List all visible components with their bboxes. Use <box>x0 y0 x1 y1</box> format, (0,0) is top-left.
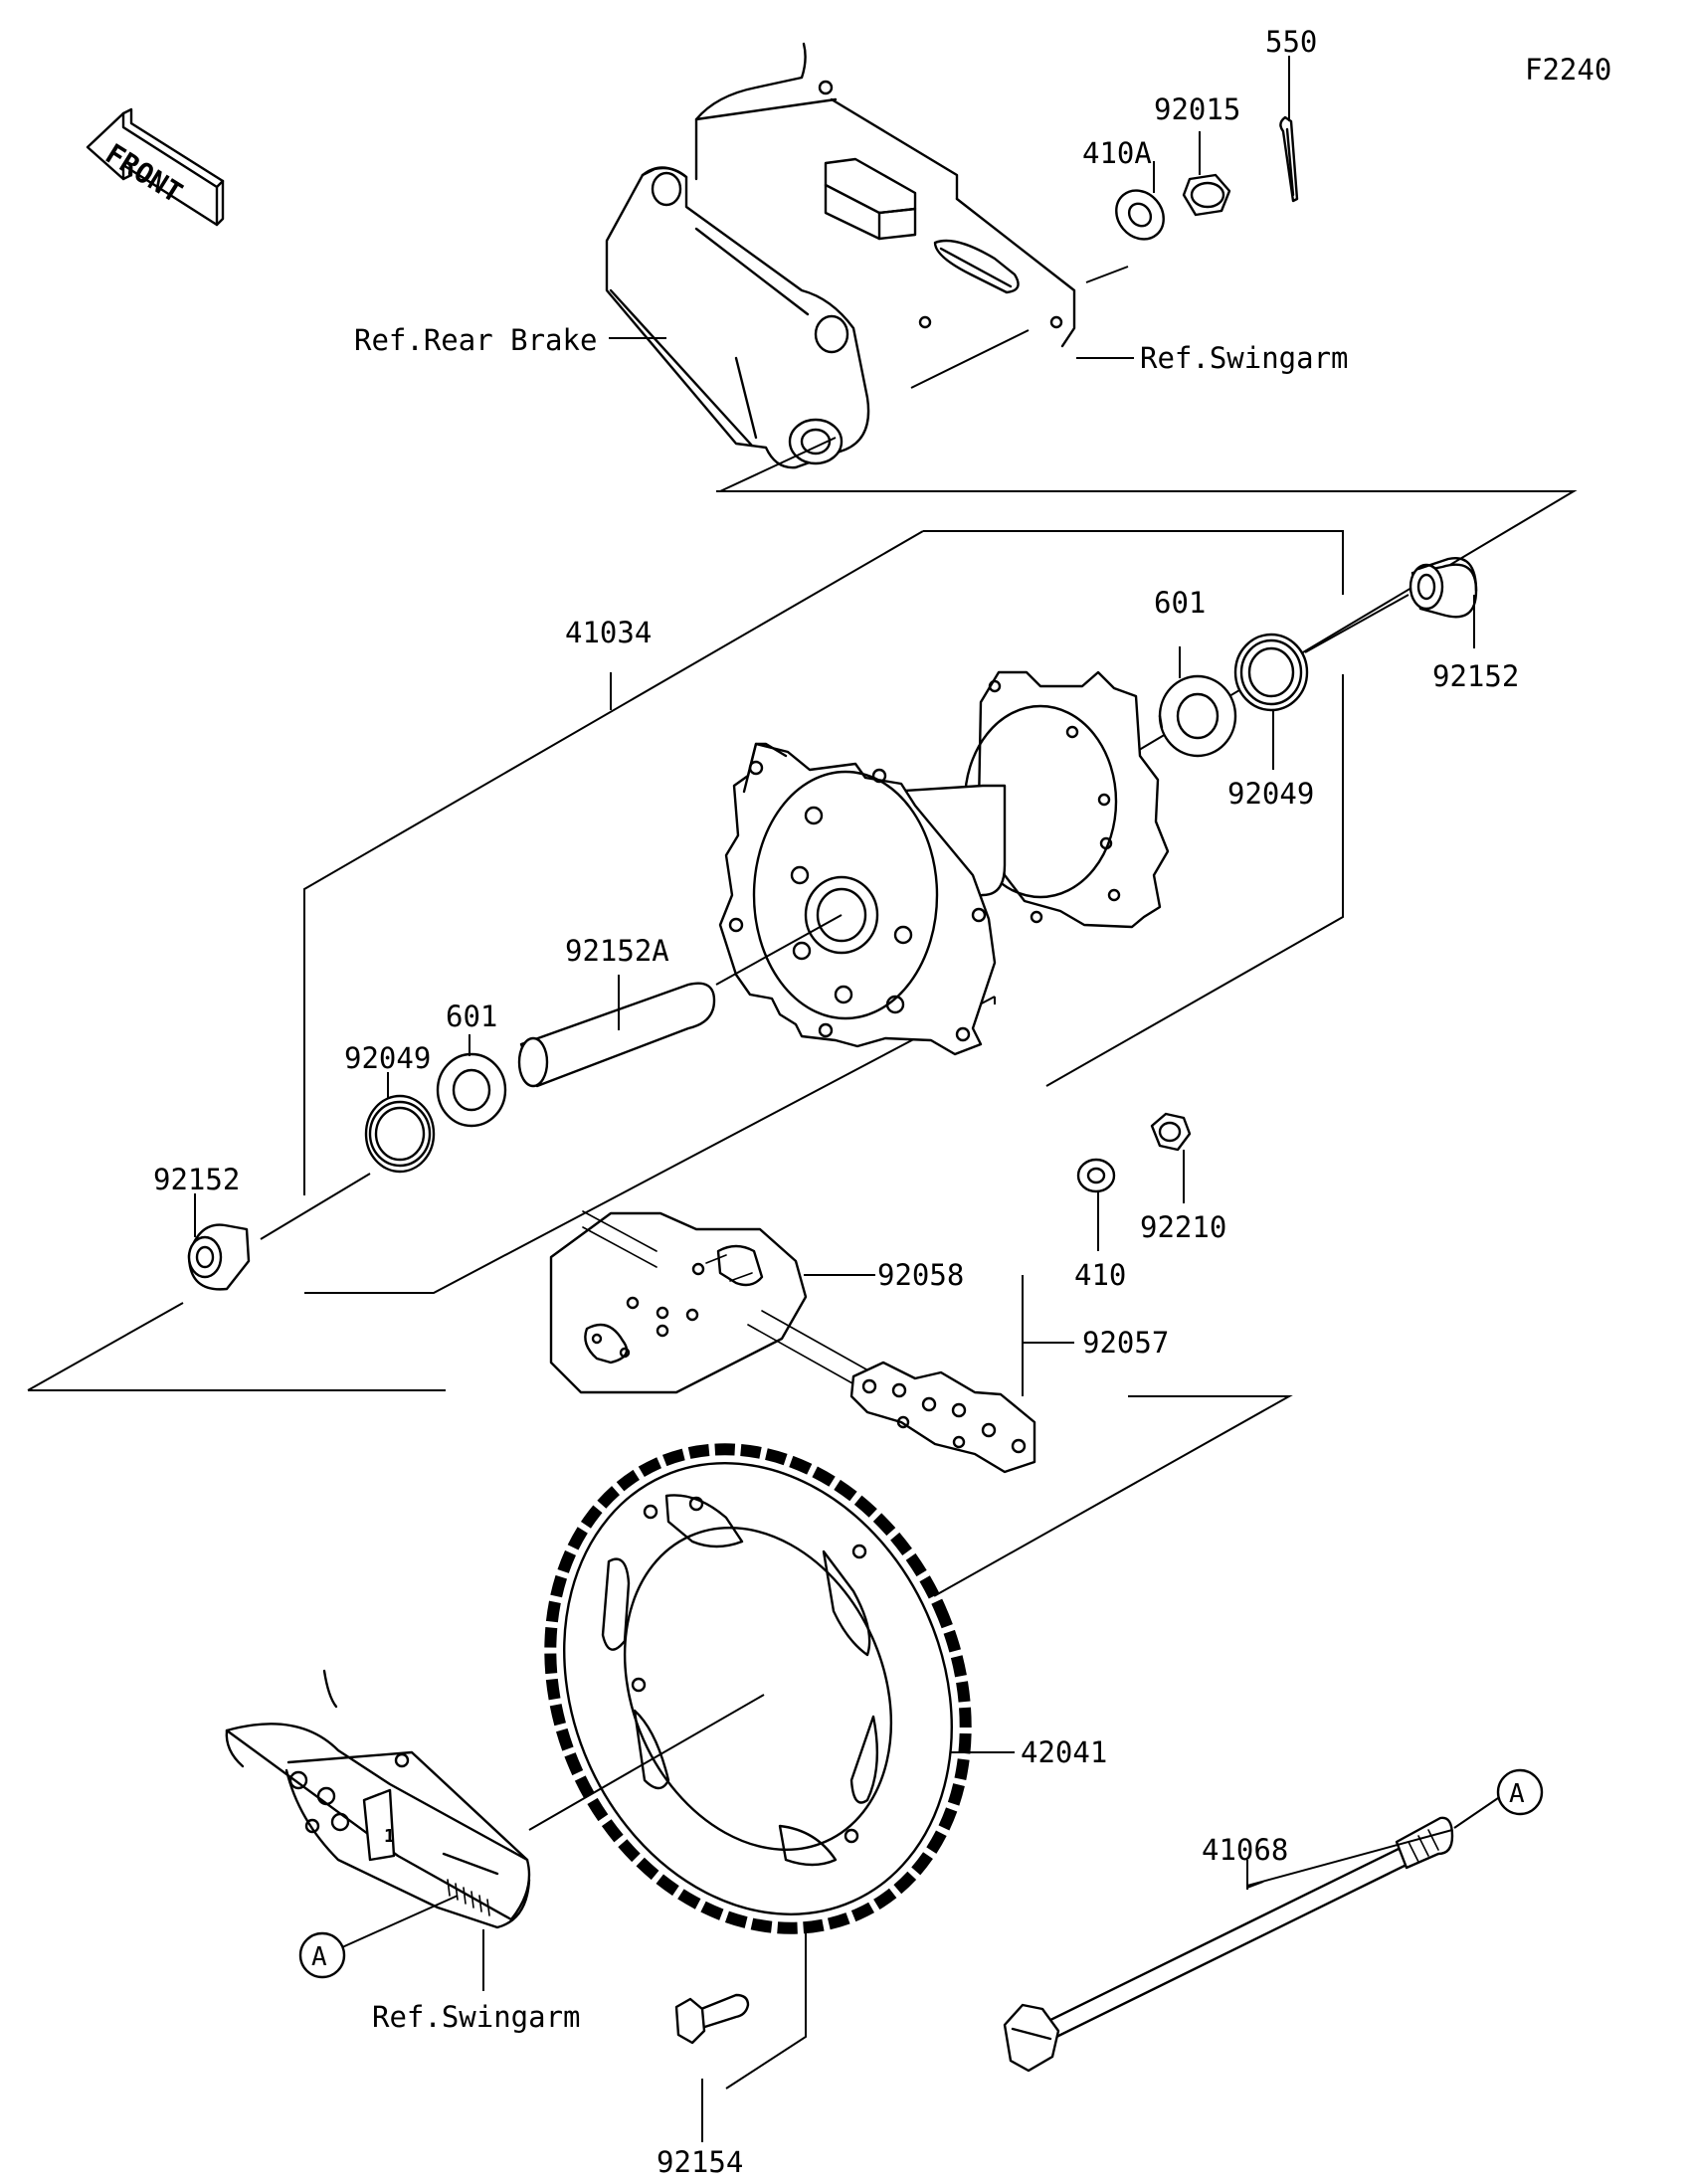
collar-92152-right <box>1409 556 1478 619</box>
label-92152-right[interactable]: 92152 <box>1432 659 1519 693</box>
label-92152a[interactable]: 92152A <box>565 934 669 968</box>
label-92049-left[interactable]: 92049 <box>344 1041 431 1075</box>
collar-92152-left <box>187 1223 251 1291</box>
nut-92210 <box>1150 1112 1192 1152</box>
drive-chain-92057 <box>747 1310 1036 1474</box>
washer-410 <box>1076 1158 1116 1193</box>
label-92154[interactable]: 92154 <box>657 2145 743 2179</box>
bolt-92154 <box>674 1993 750 2045</box>
svg-text:A: A <box>1509 1779 1525 1809</box>
label-41068[interactable]: 41068 <box>1202 1833 1288 1867</box>
oil-seal-92049-right <box>1233 633 1309 712</box>
oil-seal-92049-left <box>364 1094 436 1174</box>
label-42041[interactable]: 42041 <box>1021 1735 1107 1769</box>
label-92015[interactable]: 92015 <box>1154 92 1240 126</box>
castle-nut-92015 <box>1182 173 1231 217</box>
chain-joint-kit <box>549 1210 808 1394</box>
washer-410a <box>1115 189 1165 241</box>
label-ref-swingarm-bottom[interactable]: Ref.Swingarm <box>372 2000 581 2034</box>
label-ref-rear-brake[interactable]: Ref.Rear Brake <box>354 323 597 357</box>
label-92049-right[interactable]: 92049 <box>1227 777 1314 811</box>
label-92058[interactable]: 92058 <box>877 1258 964 1292</box>
label-92152-left[interactable]: 92152 <box>153 1163 240 1196</box>
adjuster-mark: 1 <box>384 1826 395 1847</box>
label-41034[interactable]: 41034 <box>565 616 652 649</box>
label-92210[interactable]: 92210 <box>1140 1210 1226 1244</box>
swingarm-end-top <box>694 42 1076 348</box>
front-direction-arrow-icon: FRONT <box>86 107 225 227</box>
leader-lines <box>194 56 1475 2142</box>
label-550[interactable]: 550 <box>1265 25 1317 59</box>
marker-a-swingarm: A <box>298 1931 346 1979</box>
cotter-pin-550 <box>1279 115 1299 203</box>
marker-a-axle: A <box>1453 1768 1544 1829</box>
figure-code: F2240 <box>1525 53 1611 87</box>
label-601-right[interactable]: 601 <box>1154 586 1206 620</box>
front-arrow-label: FRONT <box>99 137 188 210</box>
label-601-left[interactable]: 601 <box>446 1000 497 1033</box>
rear-axle-41068 <box>1003 1816 1454 2073</box>
label-ref-swingarm-top[interactable]: Ref.Swingarm <box>1140 341 1349 375</box>
label-92057[interactable]: 92057 <box>1082 1326 1169 1360</box>
bearing-601-left <box>436 1052 507 1128</box>
distance-collar-92152a <box>517 982 716 1088</box>
swingarm-end-bottom: 1 <box>225 1669 531 1929</box>
rear-brake-bracket <box>605 166 870 469</box>
bearing-601-right <box>1158 674 1237 758</box>
label-410a[interactable]: 410A <box>1082 136 1152 170</box>
rear-hub-41034 <box>715 670 1170 1056</box>
svg-text:A: A <box>311 1942 327 1972</box>
label-410[interactable]: 410 <box>1074 1258 1126 1292</box>
callout-labels: 550 92015 410A Ref.Rear Brake Ref.Swinga… <box>153 25 1519 2179</box>
rear-sprocket-42041 <box>544 1443 972 1934</box>
